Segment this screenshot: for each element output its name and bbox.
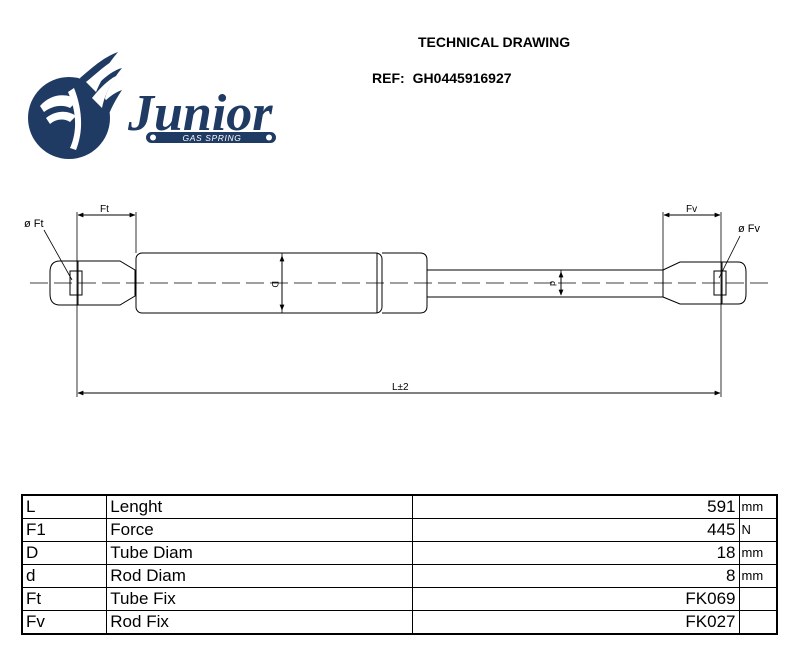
- spec-value: 8: [411, 564, 740, 588]
- fv-label: Fv: [686, 204, 697, 215]
- tube-diameter-label: D: [270, 281, 280, 288]
- tube-eye-fitting: [49, 260, 78, 306]
- reference-label: REF:: [372, 70, 405, 86]
- spec-unit: [738, 587, 778, 611]
- spec-code: D: [21, 541, 108, 565]
- length-label: L±2: [392, 382, 409, 393]
- spec-value: FK069: [411, 587, 740, 611]
- spec-unit: [738, 610, 778, 635]
- winged-emblem-icon: [28, 52, 122, 159]
- reference-number: GH0445916927: [412, 70, 512, 86]
- page-title: TECHNICAL DRAWING: [418, 34, 571, 50]
- tube-end-fitting: [78, 260, 136, 306]
- spec-value: 18: [411, 541, 740, 565]
- spec-code: Ft: [21, 587, 108, 611]
- spec-name: Tube Fix: [106, 587, 413, 611]
- brand-tagline: GAS SPRING: [183, 133, 242, 143]
- rod-eye-fitting: [722, 261, 747, 305]
- spec-name: Rod Fix: [106, 610, 413, 635]
- rod-end-fitting: [662, 261, 723, 305]
- spec-value: 445: [411, 518, 740, 542]
- table-row: L Lenght 591 mm: [21, 494, 778, 519]
- rod-fix-socket: [713, 270, 727, 296]
- tube-fix-socket: [69, 270, 83, 296]
- gas-spring-drawing: ø Ft Ft Fv ø Fv D d L±2: [24, 204, 770, 397]
- specifications-table: L Lenght 591 mm F1 Force 445 N D Tube Di…: [21, 494, 778, 635]
- spec-name: Lenght: [106, 494, 413, 519]
- cylinder-tube: [135, 252, 383, 314]
- table-row: Ft Tube Fix FK069: [21, 587, 778, 611]
- spec-name: Rod Diam: [106, 564, 413, 588]
- spec-value: FK027: [411, 610, 740, 635]
- table-row: d Rod Diam 8 mm: [21, 564, 778, 588]
- reference-line: REF: GH0445916927: [372, 70, 512, 86]
- rod-diameter-label: d: [548, 281, 558, 286]
- spec-code: d: [21, 564, 108, 588]
- spec-code: F1: [21, 518, 108, 542]
- gas-spring-bar-icon: [146, 132, 276, 143]
- spec-name: Force: [106, 518, 413, 542]
- table-row: Fv Rod Fix FK027: [21, 610, 778, 635]
- spec-name: Tube Diam: [106, 541, 413, 565]
- table-row: D Tube Diam 18 mm: [21, 541, 778, 565]
- junior-logo: Junior GAS SPRING: [28, 52, 276, 159]
- table-row: F1 Force 445 N: [21, 518, 778, 542]
- spec-code: L: [21, 494, 108, 519]
- spec-unit: N: [738, 518, 778, 542]
- tube-fix-phi-label: ø Ft: [24, 218, 44, 230]
- piston-rod: [426, 269, 664, 298]
- spec-unit: mm: [738, 541, 778, 565]
- spec-unit: mm: [738, 564, 778, 588]
- spec-code: Fv: [21, 610, 108, 635]
- rod-fix-phi-label: ø Fv: [738, 223, 760, 235]
- spec-value: 591: [411, 494, 740, 519]
- ft-label: Ft: [100, 204, 109, 215]
- spec-unit: mm: [738, 494, 778, 519]
